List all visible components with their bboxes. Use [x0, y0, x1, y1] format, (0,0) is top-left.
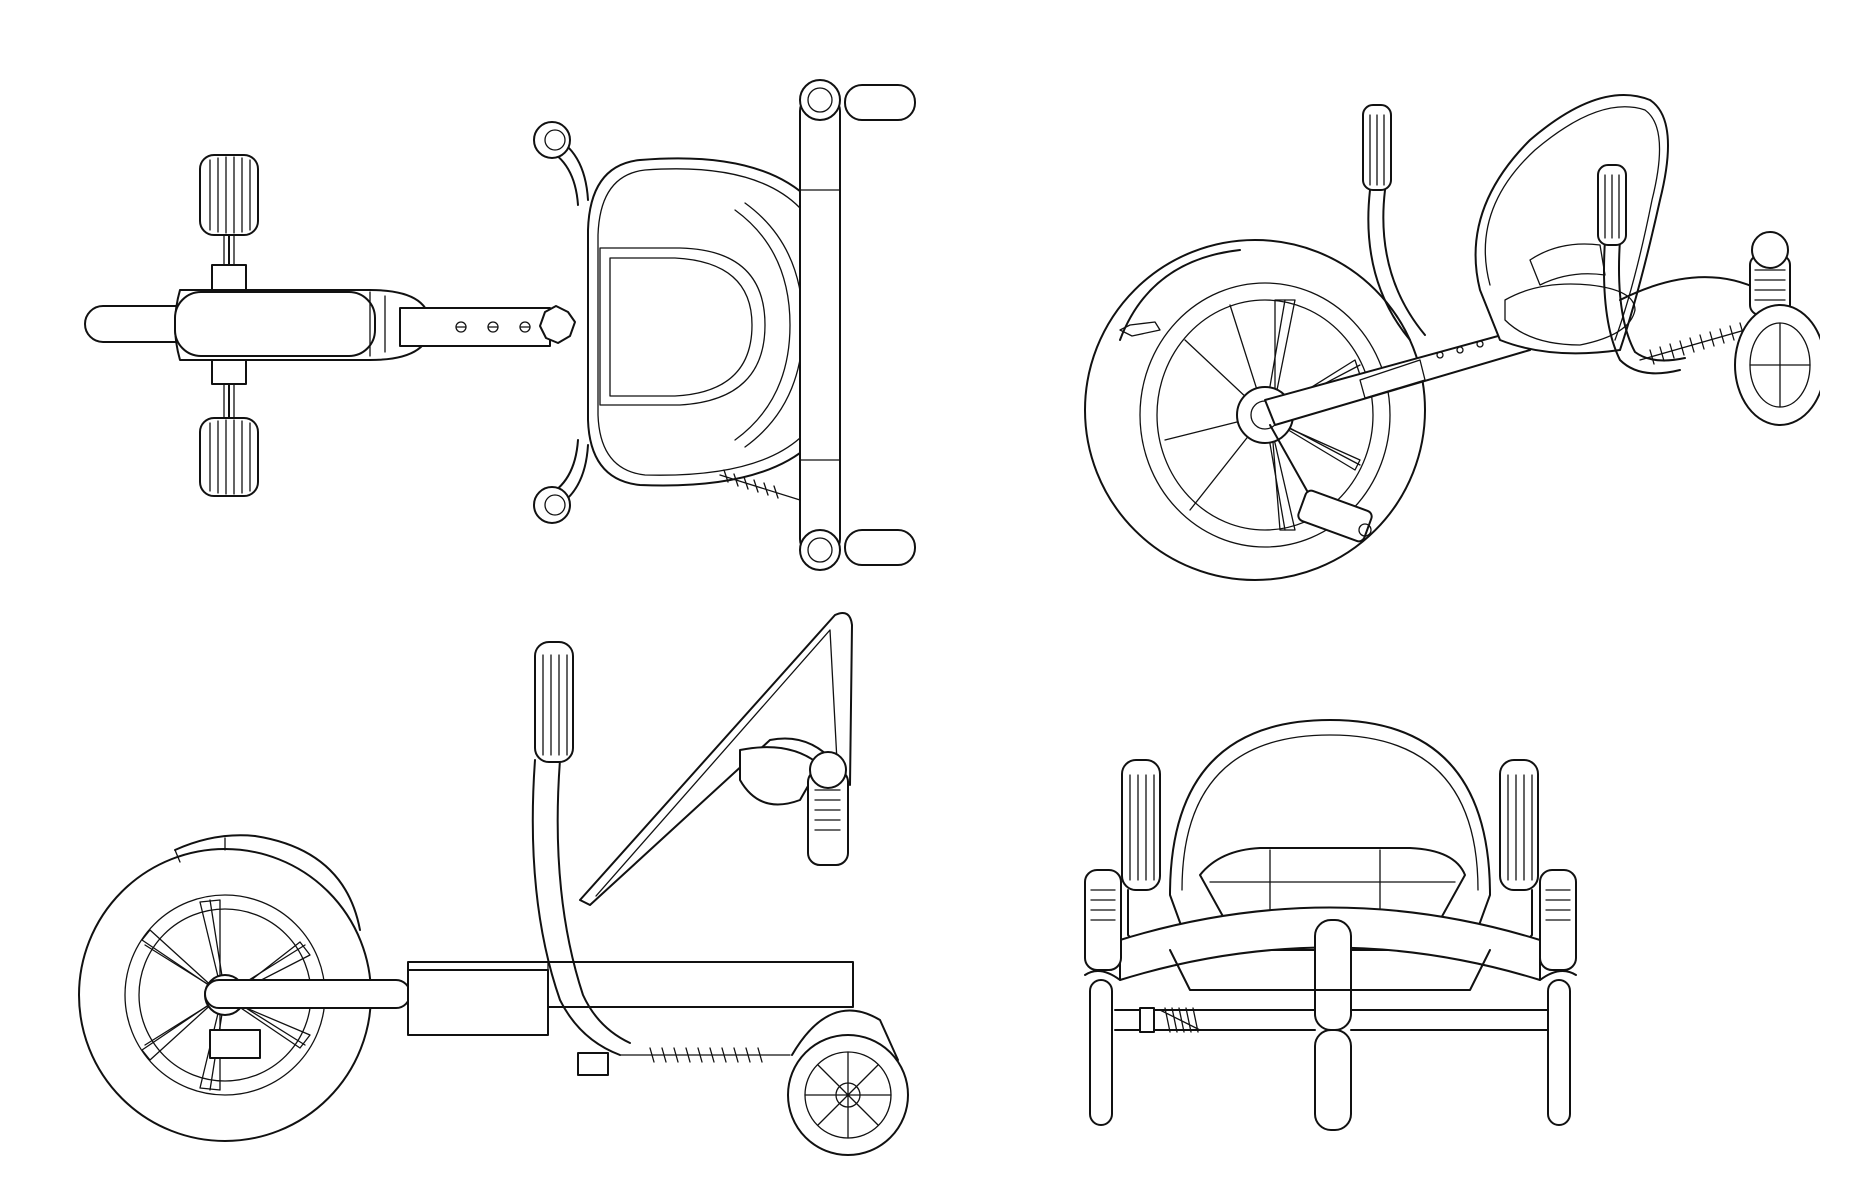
side-view: [0, 600, 930, 1160]
top-rear-wheel-lower: [200, 418, 258, 496]
top-rear-wheel-upper: [200, 155, 258, 235]
front-view: [1060, 690, 1820, 1170]
perspective-view: [1060, 60, 1820, 600]
top-view: [0, 0, 930, 600]
